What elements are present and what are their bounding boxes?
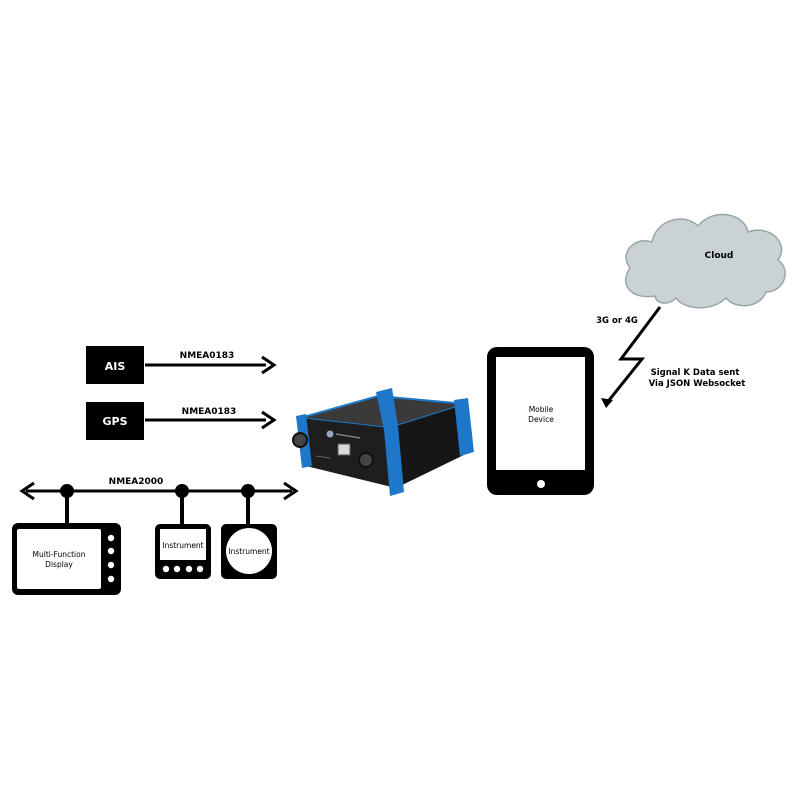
mfd-label-line1: Multi-Function: [33, 550, 86, 559]
mobile-label-line2: Device: [528, 415, 554, 424]
wireless-link: 3G or 4G Signal K Data sent Via JSON Web…: [596, 306, 746, 408]
gps-source: GPS: [86, 402, 144, 440]
mfd-label-line2: Display: [45, 560, 73, 569]
instrument-2-label: Instrument: [228, 547, 269, 556]
signalk-label-line2: Via JSON Websocket: [649, 379, 746, 389]
lightning-arrow-icon: [601, 398, 613, 408]
mobile-label-line1: Mobile: [529, 405, 554, 414]
gps-label: GPS: [102, 415, 127, 428]
ais-nmea0183-link: NMEA0183: [145, 351, 277, 375]
instrument-2: Instrument: [221, 524, 277, 579]
ais-label: AIS: [105, 360, 126, 373]
gps-protocol-label: NMEA0183: [182, 407, 237, 417]
multi-function-display: Multi-Function Display: [12, 523, 121, 595]
cloud: Cloud: [624, 213, 786, 309]
instrument-1-label: Instrument: [162, 541, 203, 550]
nmea2000-label: NMEA2000: [109, 477, 164, 487]
gps-nmea0183-link: NMEA0183: [145, 407, 277, 430]
signalk-label-line1: Signal K Data sent: [651, 368, 740, 378]
ais-protocol-label: NMEA0183: [180, 351, 235, 361]
ais-source: AIS: [86, 346, 144, 384]
instrument-1: Instrument: [155, 524, 211, 579]
nmea2000-bus: NMEA2000: [19, 477, 299, 525]
cloud-label: Cloud: [705, 251, 734, 261]
gateway-device: [292, 388, 474, 496]
mobile-device: Mobile Device: [487, 347, 594, 495]
cellular-label: 3G or 4G: [596, 316, 638, 326]
